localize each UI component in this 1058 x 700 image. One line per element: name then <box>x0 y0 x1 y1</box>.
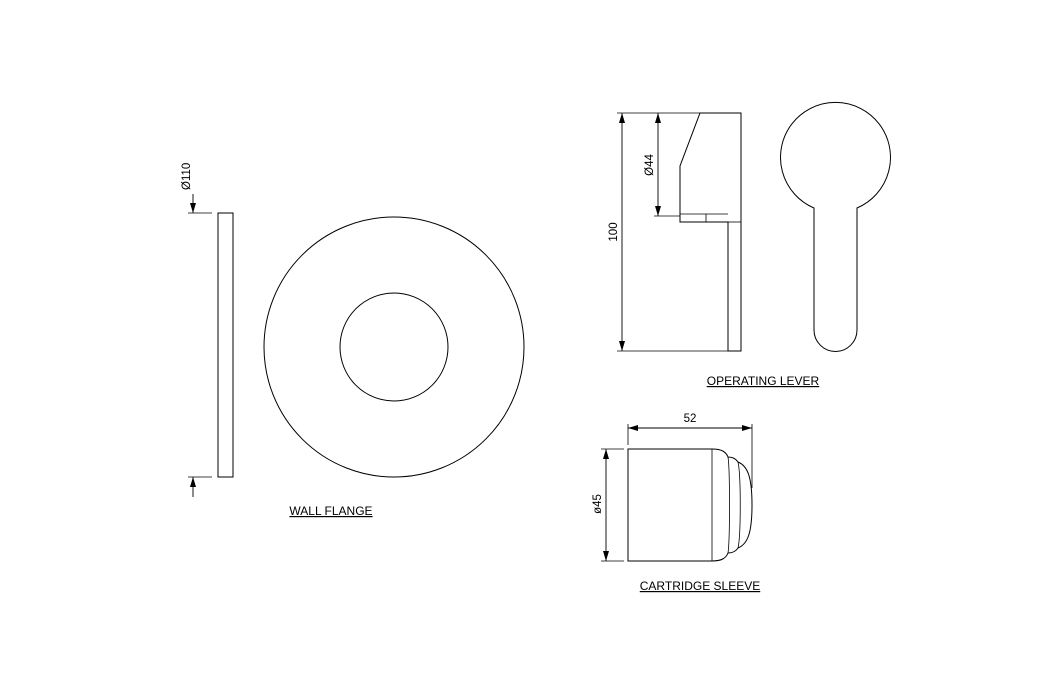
sleeve-dim-arrow-45-bottom <box>603 551 609 561</box>
cartridge-sleeve-body <box>627 448 753 562</box>
cartridge-sleeve-group: 52 ø45 CARTRIDGE SLEEVE <box>592 413 760 593</box>
flange-diameter-dim: Ø110 <box>181 163 193 190</box>
lever-hub-dim: Ø44 <box>644 154 656 176</box>
sleeve-dim-arrow-52-right <box>742 425 752 431</box>
flange-dim-arrow-bottom <box>190 477 196 487</box>
operating-lever-group: 100 Ø44 OPERATING LEVER <box>608 101 891 388</box>
wall-flange-label: WALL FLANGE <box>289 504 372 518</box>
sleeve-diameter-dim: ø45 <box>592 494 604 514</box>
lever-height-dim: 100 <box>608 222 620 241</box>
lever-dim-arrow-44-bottom <box>655 206 661 216</box>
lever-dim-arrow-100-bottom <box>619 341 625 351</box>
lever-dim-arrow-100-top <box>619 113 625 123</box>
flange-dim-arrow-top <box>190 203 196 213</box>
lever-front-view <box>780 101 891 352</box>
sleeve-dim-arrow-52-left <box>628 425 638 431</box>
wall-flange-outer-circle <box>263 216 525 478</box>
lever-side-profile <box>679 112 742 352</box>
operating-lever-label: OPERATING LEVER <box>707 374 820 388</box>
wall-flange-side-view <box>217 212 234 478</box>
sleeve-step-2 <box>727 456 730 554</box>
lever-dim-arrow-44-top <box>655 113 661 123</box>
sleeve-dim-arrow-45-top <box>603 449 609 459</box>
wall-flange-inner-circle <box>339 292 449 402</box>
sleeve-length-dim: 52 <box>684 413 697 425</box>
sleeve-step-3 <box>737 461 741 549</box>
wall-flange-group: Ø110 WALL FLANGE <box>181 163 525 518</box>
cartridge-sleeve-label: CARTRIDGE SLEEVE <box>640 579 760 593</box>
